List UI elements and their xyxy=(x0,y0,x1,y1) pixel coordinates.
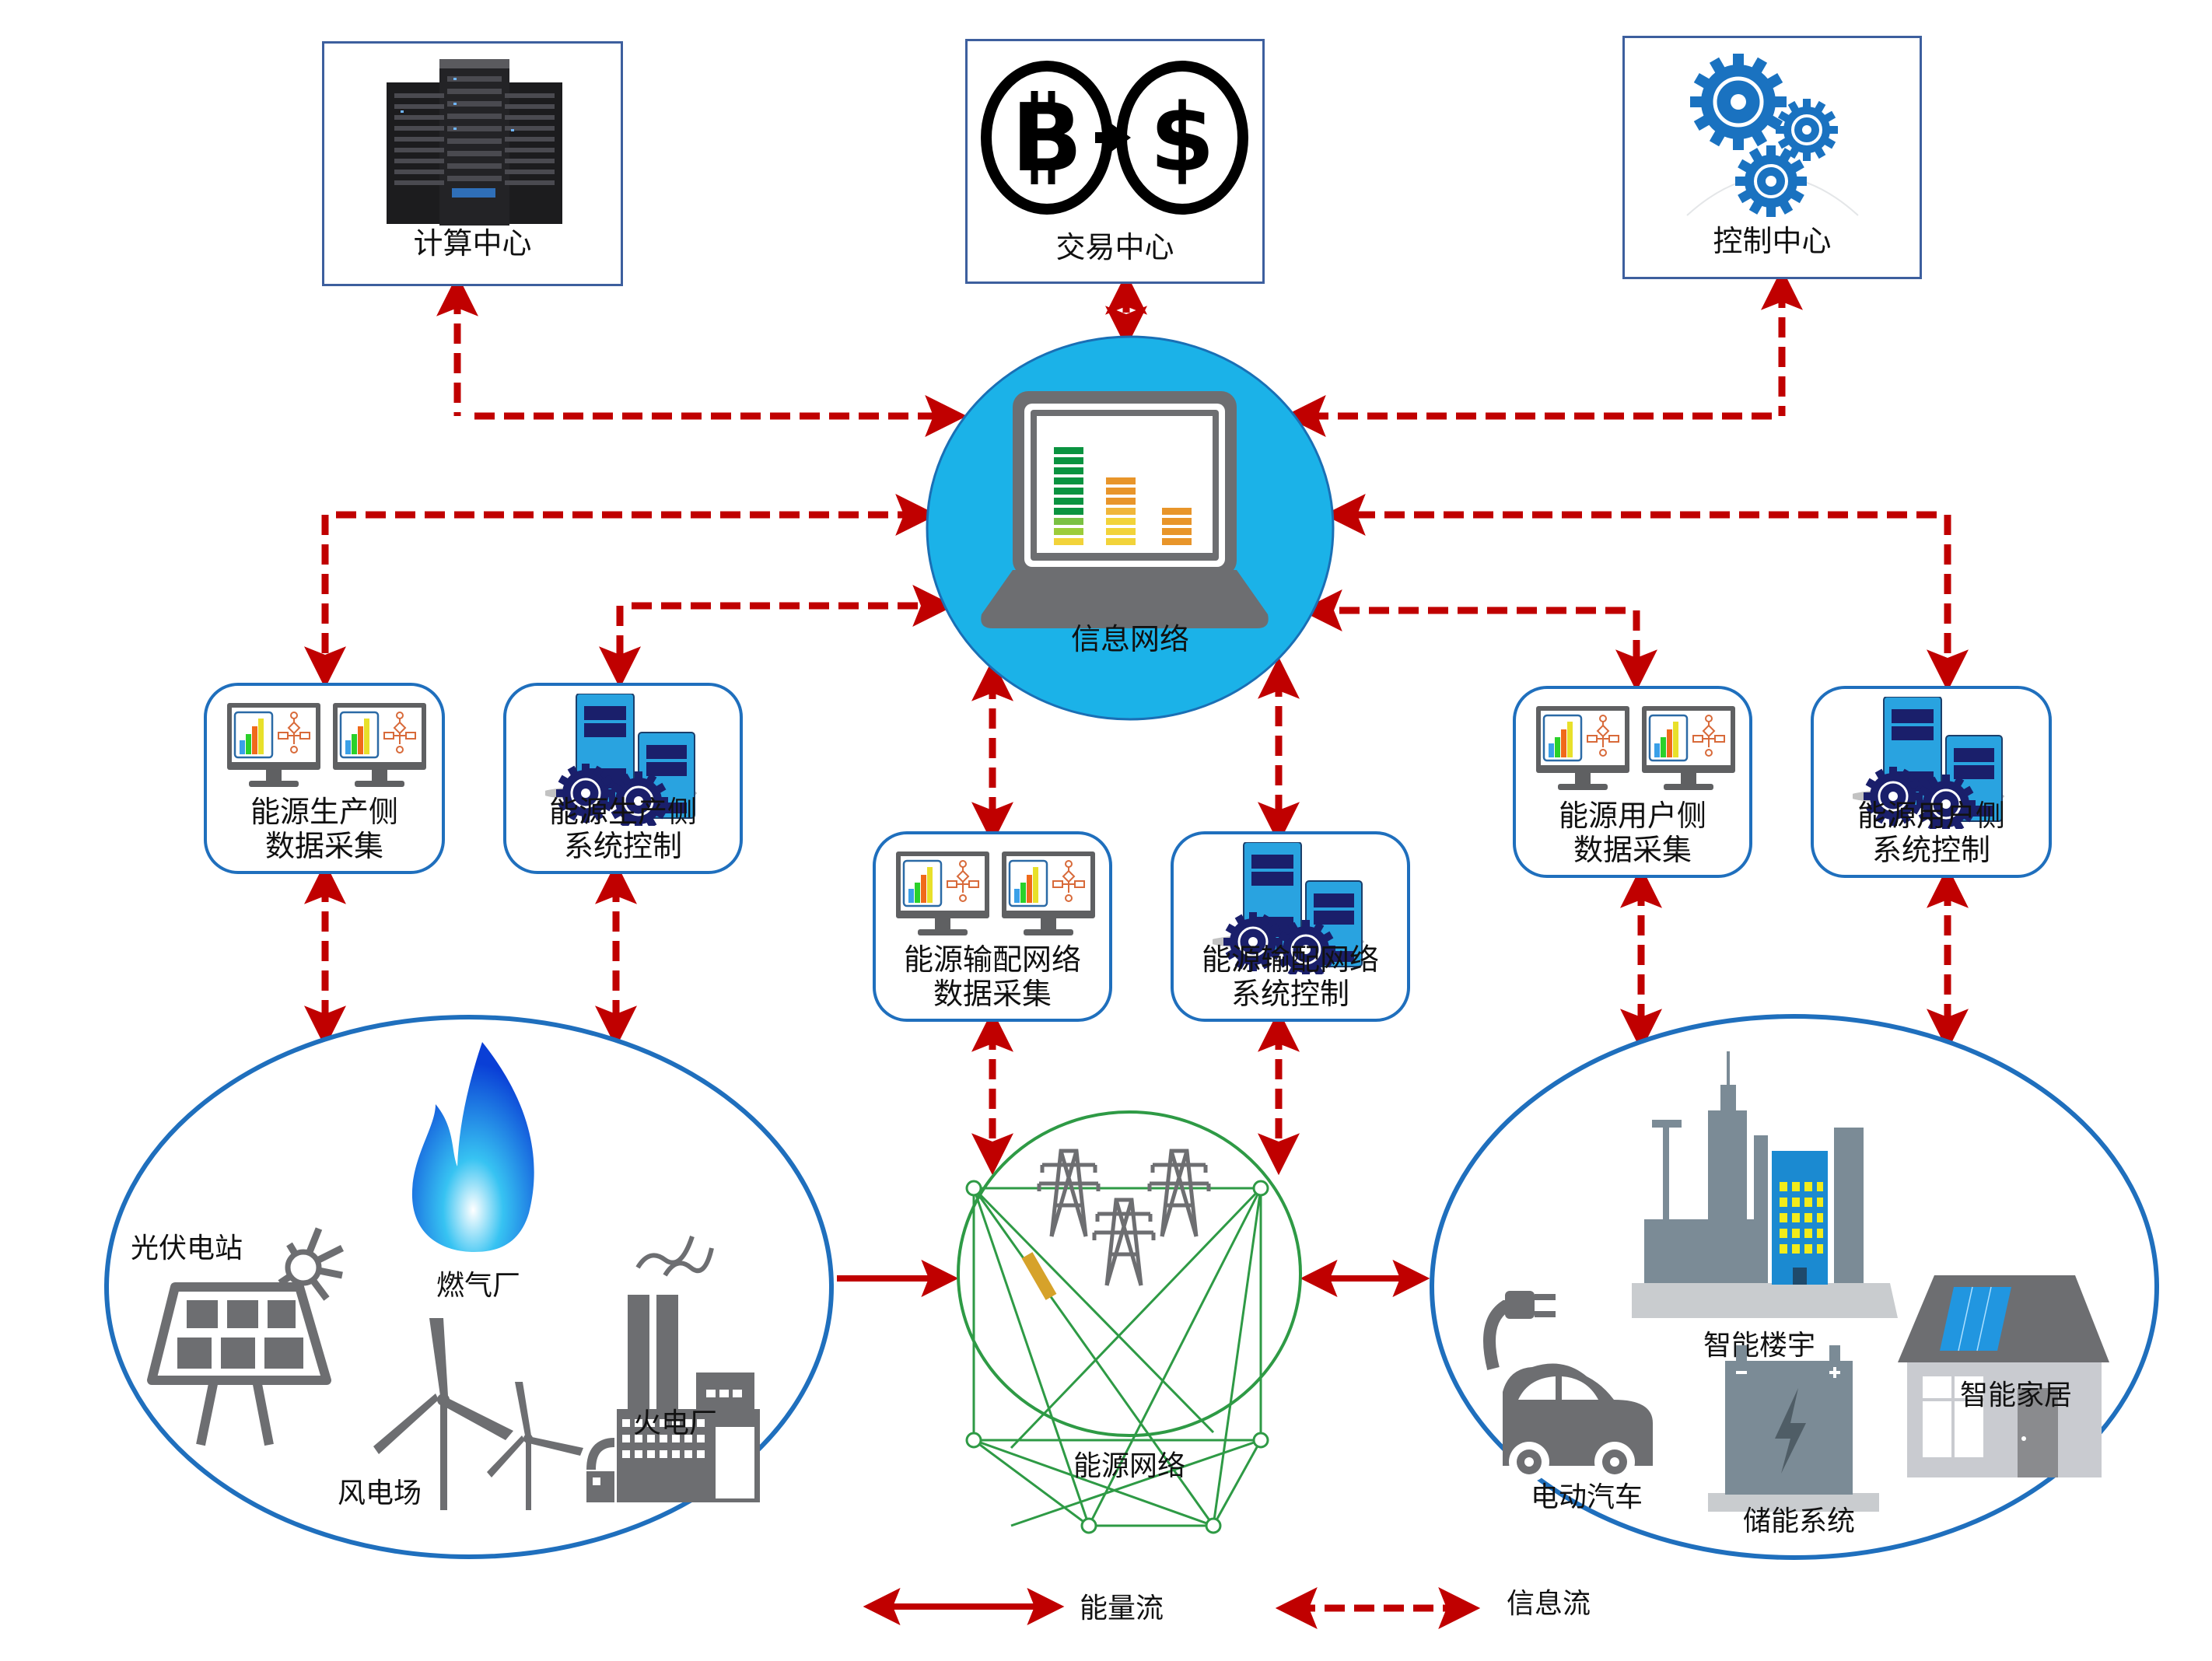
electric-car-icon xyxy=(1483,1291,1653,1482)
grid-connections xyxy=(972,1187,1262,1527)
box-label-line2: 系统控制 xyxy=(563,829,682,863)
user-system-control-box[interactable]: 能源用户侧 系统控制 xyxy=(1811,686,2052,878)
box-label-line2: 数据采集 xyxy=(1573,833,1692,867)
wind-turbine-icon xyxy=(373,1318,583,1510)
production-system-control-label: 能源生产侧 系统控制 xyxy=(506,795,740,863)
box-label-line1: 能源输配网络 xyxy=(1201,942,1379,977)
info-network-label: 信息网络 xyxy=(1071,622,1189,656)
laptop-screen-bars xyxy=(1054,447,1192,545)
storage-system-label: 储能系统 xyxy=(1743,1505,1855,1537)
solar-panel-icon xyxy=(147,1227,345,1446)
computing-center-label: 计算中心 xyxy=(413,226,532,261)
box-label-line1: 能源用户侧 xyxy=(1857,799,2005,833)
production-system-control-box[interactable]: 能源生产侧 系统控制 xyxy=(503,683,743,874)
solar-station-label: 光伏电站 xyxy=(131,1233,243,1264)
control-center-box[interactable]: 控制中心 xyxy=(1622,36,1922,279)
electric-car-label: 电动汽车 xyxy=(1531,1481,1643,1513)
energy-network-label: 能源网络 xyxy=(1073,1450,1185,1482)
user-data-collection-label: 能源用户侧 数据采集 xyxy=(1516,799,1749,867)
monitors-chart-icon xyxy=(227,703,426,789)
legend-energy-label: 能量流 xyxy=(1080,1593,1164,1624)
user-system-control-label: 能源用户侧 系统控制 xyxy=(1814,799,2049,867)
box-label-line1: 能源生产侧 xyxy=(250,795,398,829)
trading-center-box[interactable]: B $ 交易中心 xyxy=(965,39,1265,284)
trading-center-label: 交易中心 xyxy=(1055,230,1174,264)
grid-nodes xyxy=(965,1180,1269,1534)
server-rack-icon xyxy=(387,59,562,226)
network-system-control-box[interactable]: 能源输配网络 系统控制 xyxy=(1171,831,1410,1022)
consumption-side: 智能楼宇 电动汽车 智能家居 xyxy=(1430,1014,2159,1560)
transformer-icon xyxy=(1021,1252,1057,1300)
box-label-line1: 能源用户侧 xyxy=(1558,799,1706,833)
energy-network-node[interactable]: 能源网络 xyxy=(957,1110,1302,1534)
smart-home-label: 智能家居 xyxy=(1960,1380,2072,1411)
computing-center-box[interactable]: 计算中心 xyxy=(322,41,623,286)
production-data-collection-label: 能源生产侧 数据采集 xyxy=(207,795,442,863)
production-side: 燃气厂 光伏电站 xyxy=(104,1015,834,1559)
network-data-collection-box[interactable]: 能源输配网络 数据采集 xyxy=(873,831,1112,1022)
box-label-line1: 能源输配网络 xyxy=(903,942,1081,977)
legend: 能量流 信息流 xyxy=(863,1587,1591,1629)
box-label-line2: 数据采集 xyxy=(933,977,1052,1011)
thermal-plant-label: 火电厂 xyxy=(633,1407,717,1439)
gas-flame-icon xyxy=(411,1042,534,1252)
laptop-chart-icon xyxy=(981,391,1269,628)
svg-text:$: $ xyxy=(1150,85,1215,193)
smart-home-icon xyxy=(1898,1275,2109,1477)
production-data-collection-box[interactable]: 能源生产侧 数据采集 xyxy=(204,683,445,874)
info-flow-arrows xyxy=(304,268,1969,1176)
network-system-control-label: 能源输配网络 系统控制 xyxy=(1174,942,1407,1011)
gas-plant-label: 燃气厂 xyxy=(436,1270,520,1302)
monitors-chart-icon xyxy=(1536,706,1735,792)
gears-icon xyxy=(1686,54,1859,217)
info-network-node[interactable]: 信息网络 xyxy=(926,335,1335,721)
thermal-plant-icon xyxy=(586,1236,760,1502)
legend-info-label: 信息流 xyxy=(1507,1588,1591,1620)
control-center-label: 控制中心 xyxy=(1713,224,1832,258)
smart-building-icon xyxy=(1632,1051,1898,1318)
box-label-line1: 能源生产侧 xyxy=(548,795,697,829)
box-label-line2: 数据采集 xyxy=(264,829,383,863)
smart-building-label: 智能楼宇 xyxy=(1703,1330,1815,1362)
bitcoin-to-dollar-icon: B $ xyxy=(981,61,1248,215)
box-label-line2: 系统控制 xyxy=(1871,833,1990,867)
user-data-collection-box[interactable]: 能源用户侧 数据采集 xyxy=(1513,686,1752,878)
svg-text:B: B xyxy=(1011,85,1082,193)
network-data-collection-label: 能源输配网络 数据采集 xyxy=(876,942,1109,1011)
box-label-line2: 系统控制 xyxy=(1230,977,1349,1011)
wind-farm-label: 风电场 xyxy=(338,1477,422,1509)
monitors-chart-icon xyxy=(896,851,1095,937)
battery-storage-icon xyxy=(1708,1345,1879,1512)
